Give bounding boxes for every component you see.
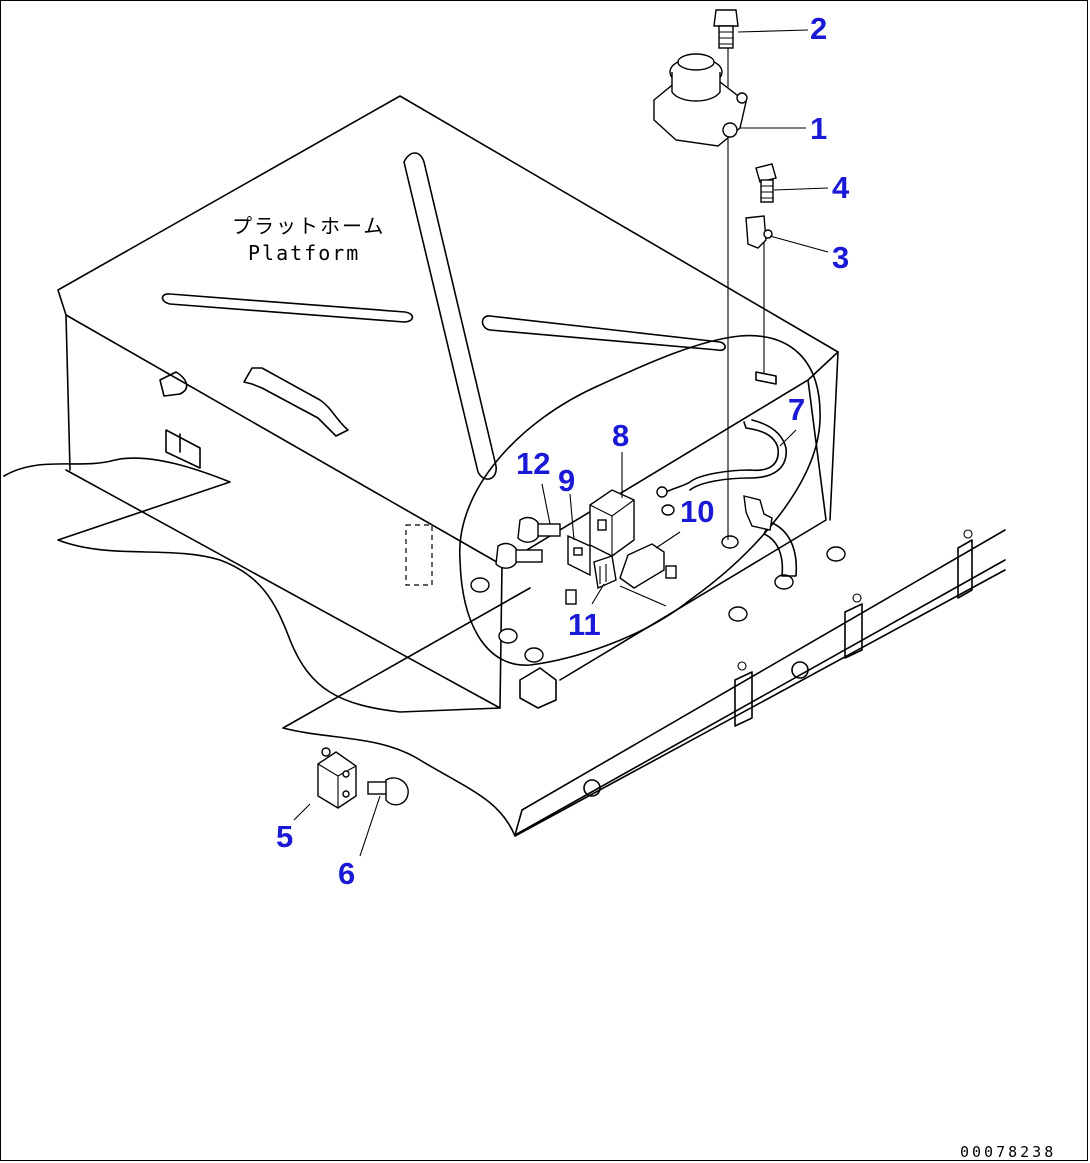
groove-diagonal	[403, 152, 497, 480]
callout-1: 1	[810, 111, 827, 146]
frame-rail	[514, 529, 1006, 836]
floor-tab-3	[755, 371, 777, 385]
floor-corner-bracket	[519, 667, 557, 709]
part-12-bolts	[495, 516, 561, 569]
hidden-bracket	[405, 524, 433, 586]
platform-top	[57, 95, 839, 566]
floor-bosses	[470, 504, 846, 663]
callout-2: 2	[810, 11, 827, 46]
callout-5: 5	[276, 819, 293, 854]
part-2-bolt	[713, 9, 739, 49]
platform-handle	[243, 367, 349, 437]
part-10-plate	[619, 543, 677, 607]
platform-side-left	[65, 314, 503, 709]
floor-outline	[3, 457, 501, 713]
part-11-connector	[565, 555, 617, 605]
part-9-bracket	[567, 534, 591, 577]
detail-ellipse	[459, 334, 821, 666]
callout-10: 10	[680, 494, 714, 529]
part-8-relay	[589, 489, 635, 557]
part-5-component	[317, 747, 357, 809]
groove-left	[161, 293, 414, 323]
side-hook-1	[159, 371, 188, 397]
part-3-clip	[745, 215, 773, 249]
callout-11: 11	[568, 607, 601, 642]
part-1-assembly	[653, 53, 748, 147]
callout-4: 4	[832, 170, 850, 205]
callout-9: 9	[558, 463, 575, 498]
callout-7: 7	[788, 392, 805, 427]
callout-8: 8	[612, 418, 629, 453]
drawing-code: 00078238	[960, 1143, 1056, 1161]
groove-right	[481, 315, 726, 352]
part-7-cable	[656, 419, 787, 531]
platform-label-en: Platform	[248, 241, 360, 265]
part-6-bolt	[367, 777, 409, 806]
floor-sheet-lower	[282, 569, 1006, 837]
platform-label-jp: プラットホーム	[232, 214, 385, 238]
right-pipe	[763, 521, 798, 577]
callout-6: 6	[338, 856, 355, 891]
rail-brackets	[583, 529, 973, 797]
callout-3: 3	[832, 240, 849, 275]
leader-lines	[293, 29, 829, 857]
part-4-bolt	[755, 163, 777, 203]
callout-12: 12	[516, 446, 550, 481]
side-bracket-1	[165, 429, 201, 469]
